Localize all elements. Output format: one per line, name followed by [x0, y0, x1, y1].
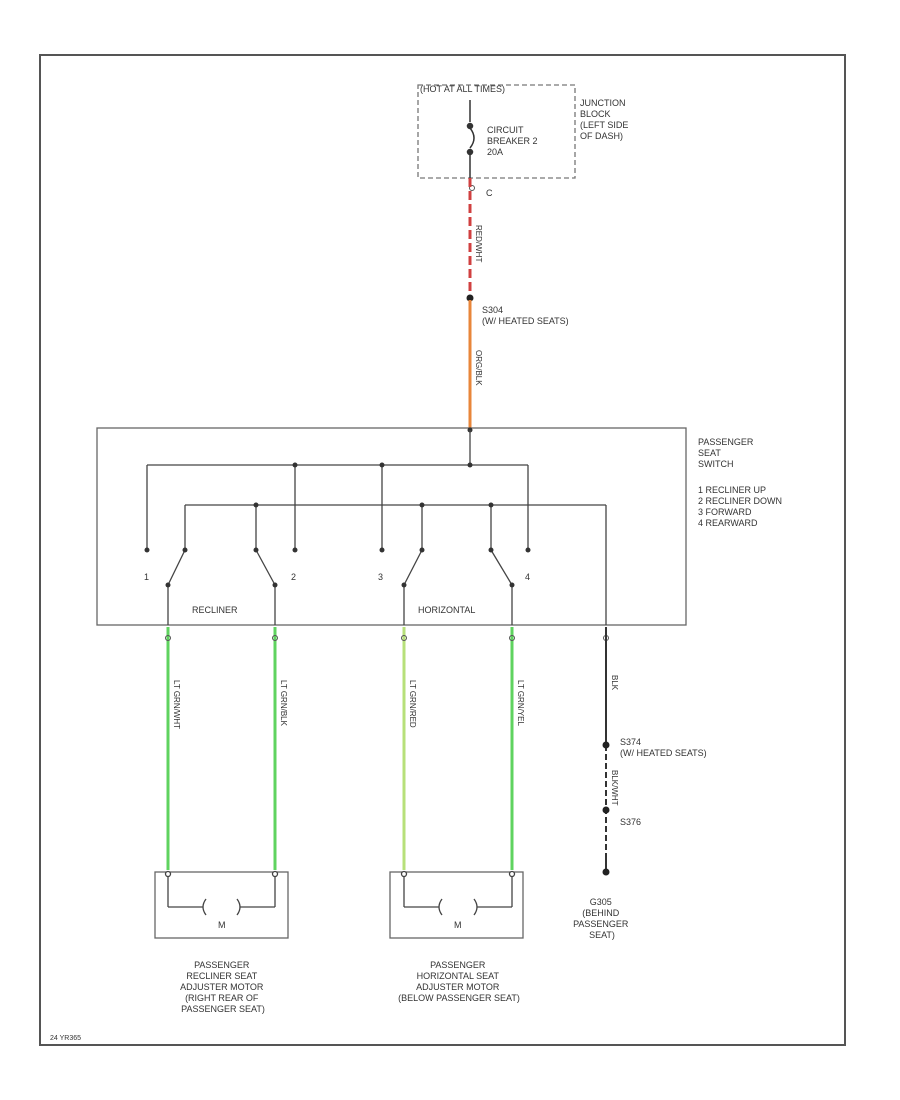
switch-contact-dots	[144, 462, 531, 588]
horizontal-motor-label: PASSENGER HORIZONTAL SEAT ADJUSTER MOTOR…	[398, 960, 520, 1003]
splice-s374-label: S374 (W/ HEATED SEATS)	[620, 737, 707, 758]
switch-position-1: 1	[144, 572, 149, 582]
splice-s304-dot	[466, 294, 474, 302]
wire-label-org-blk: ORG/BLK	[474, 350, 483, 386]
breaker-label: CIRCUIT BREAKER 2 20A	[487, 125, 540, 157]
splice-s376-label: S376	[620, 817, 641, 827]
figure-id: 24 YR365	[50, 1035, 81, 1042]
switch-position-2: 2	[291, 572, 296, 582]
ground-label: G305 (BEHIND PASSENGER SEAT)	[573, 897, 631, 940]
passenger-seat-switch-box	[96, 427, 687, 626]
wire-label-lt-grn-blk: LT GRN/BLK	[279, 680, 288, 727]
recliner-motor-box	[154, 871, 289, 939]
switch-horizontal-label: HORIZONTAL	[418, 605, 475, 615]
wire-label-lt-grn-wht: LT GRN/WHT	[172, 680, 181, 729]
wire-label-blk: BLK	[610, 675, 619, 691]
splice-s376-dot	[602, 806, 610, 814]
splice-s374-dot	[602, 741, 610, 749]
switch-position-3: 3	[378, 572, 383, 582]
wire-label-lt-grn-yel: LT GRN/YEL	[516, 680, 525, 726]
recliner-motor-wiring	[164, 870, 279, 908]
junction-block-box	[417, 84, 576, 179]
diagram-frame	[39, 54, 846, 1046]
breaker-pin-circle	[469, 185, 475, 191]
wire-label-blk-wht: BLK/WHT	[610, 770, 619, 806]
ground-g305-icon	[602, 855, 610, 876]
splice-s304-label: S304 (W/ HEATED SEATS)	[482, 305, 569, 326]
recliner-motor-symbol: M	[218, 920, 226, 930]
horizontal-motor-icon	[438, 898, 478, 916]
wire-label-lt-grn-red: LT GRN/RED	[408, 680, 417, 728]
motor-wire-pin-circles	[165, 635, 609, 641]
switch-legend: 1 RECLINER UP 2 RECLINER DOWN 3 FORWARD …	[698, 485, 785, 528]
switch-position-4: 4	[525, 572, 530, 582]
junction-block-label: JUNCTION BLOCK (LEFT SIDE OF DASH)	[580, 98, 631, 141]
horizontal-motor-box	[389, 871, 524, 939]
horizontal-motor-symbol: M	[454, 920, 462, 930]
recliner-motor-label: PASSENGER RECLINER SEAT ADJUSTER MOTOR (…	[180, 960, 266, 1014]
recliner-motor-icon	[202, 898, 241, 916]
switch-recliner-label: RECLINER	[192, 605, 238, 615]
switch-title: PASSENGER SEAT SWITCH	[698, 437, 756, 469]
circuit-breaker-icon	[466, 100, 475, 178]
horizontal-motor-wiring	[400, 870, 516, 908]
breaker-pin-label: C	[486, 188, 493, 198]
switch-internal-wiring	[146, 430, 607, 625]
breaker-header: (HOT AT ALL TIMES)	[420, 84, 505, 94]
wire-label-red-wht: RED/WHT	[474, 225, 483, 262]
